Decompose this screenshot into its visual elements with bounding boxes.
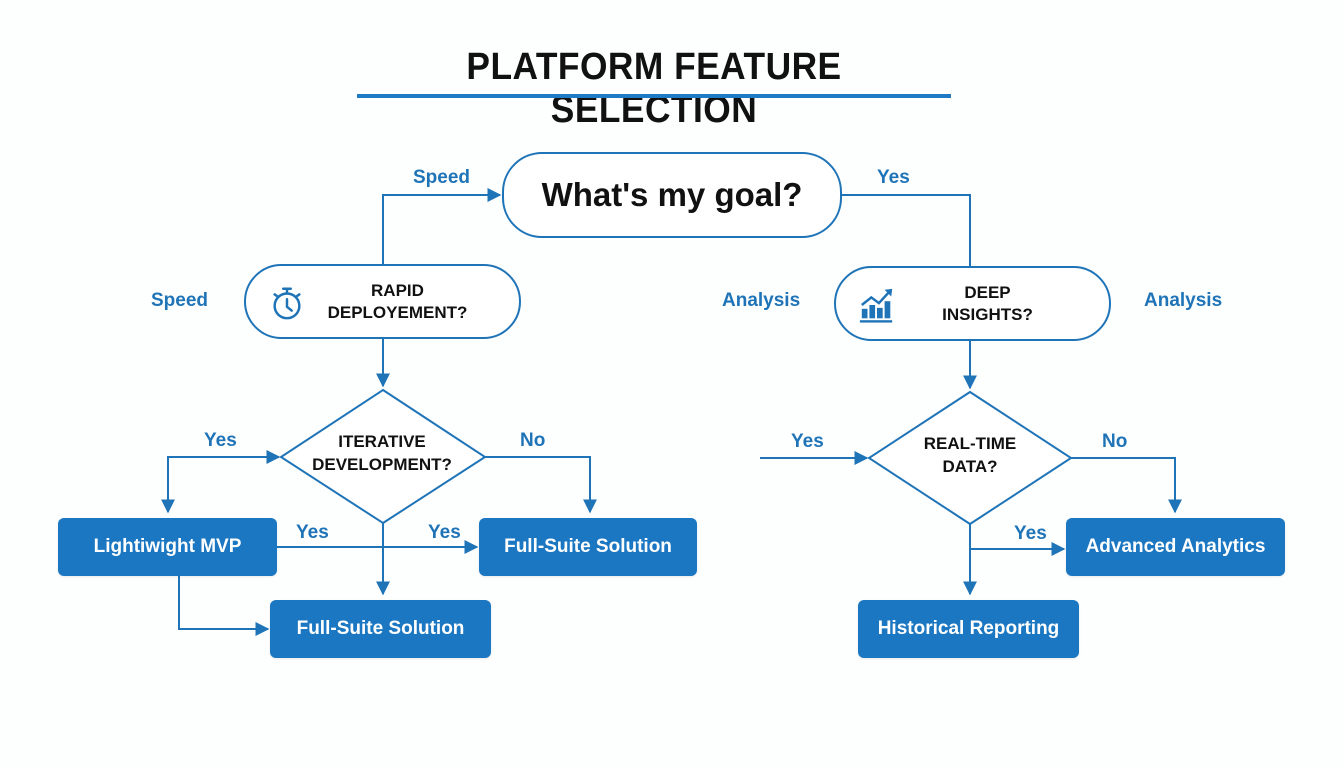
edge-iter-yes-loop <box>161 456 279 514</box>
iterative-line1: ITERATIVE <box>338 432 426 451</box>
realtime-line1: REAL-TIME <box>923 434 1017 453</box>
goal-node[interactable]: What's my goal? <box>502 152 842 238</box>
label-analysis-right: Analysis <box>1144 290 1223 311</box>
edge-goal-to-deep <box>842 194 971 266</box>
edge-rapid-to-goal <box>382 188 502 264</box>
goal-node-text: What's my goal? <box>541 176 803 213</box>
decision-iterative[interactable]: ITERATIVE DEVELOPMENT? <box>300 430 464 476</box>
deep-line1: DEEP <box>964 282 1011 302</box>
title-underline <box>357 94 951 98</box>
deep-line2: INSIGHTS? <box>942 304 1033 324</box>
label-analysis-left: Analysis <box>722 290 801 311</box>
outcome-advanced-analytics[interactable]: Advanced Analytics <box>1066 518 1285 576</box>
edge-iter-no <box>485 456 597 514</box>
label-rt-yes-out: Yes <box>1014 523 1047 544</box>
decision-realtime[interactable]: REAL-TIME DATA? <box>890 432 1050 478</box>
rapid-line2: DEPLOYEMENT? <box>327 302 468 322</box>
outcome-lightweight-mvp[interactable]: Lightiwight MVP <box>58 518 277 576</box>
label-speed-top: Speed <box>413 167 471 188</box>
deep-insights-node[interactable]: DEEP INSIGHTS? <box>834 266 1111 341</box>
label-yes-top: Yes <box>877 167 910 188</box>
realtime-line2: DATA? <box>942 457 998 476</box>
outcome-full-suite-bottom[interactable]: Full-Suite Solution <box>270 600 491 658</box>
rapid-deployment-node[interactable]: RAPID DEPLOYEMENT? <box>244 264 521 339</box>
iterative-line2: DEVELOPMENT? <box>312 455 452 474</box>
label-mvp-yes: Yes <box>296 522 329 543</box>
label-mid-yes: Yes <box>428 522 461 543</box>
label-rt-no: No <box>1102 431 1128 452</box>
outcome-historical-reporting[interactable]: Historical Reporting <box>858 600 1079 658</box>
edge-mvp-to-fullsuite-bottom <box>178 576 270 636</box>
bar-chart-trend-icon <box>859 288 893 323</box>
label-speed-side: Speed <box>151 290 209 311</box>
stopwatch-icon <box>273 287 301 320</box>
outcome-full-suite-right[interactable]: Full-Suite Solution <box>479 518 697 576</box>
label-rt-yes-in: Yes <box>791 431 824 452</box>
rapid-line1: RAPID <box>371 280 424 300</box>
label-iter-no: No <box>520 430 546 451</box>
label-iter-yes: Yes <box>204 430 237 451</box>
edge-rt-no <box>1071 457 1182 514</box>
